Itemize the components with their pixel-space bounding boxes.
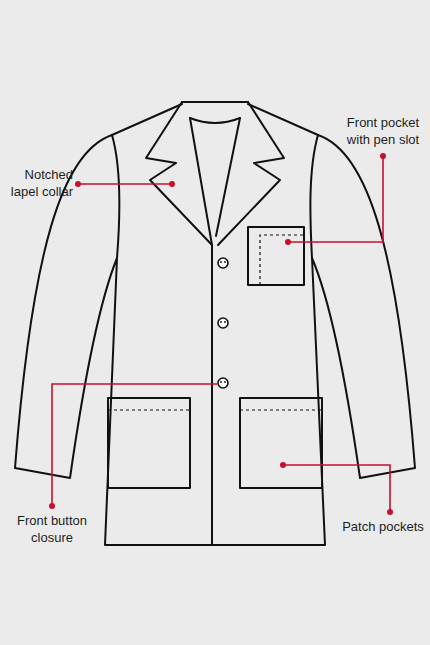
coat-outline: [15, 104, 415, 545]
button-hole: [224, 261, 226, 263]
leader-dot: [280, 462, 286, 468]
leader-dot: [169, 181, 175, 187]
neck-band: [190, 118, 240, 123]
left-lapel: [146, 102, 212, 245]
callout-label: Front pocket with pen slot: [340, 114, 426, 148]
leader-line: [288, 156, 383, 242]
button: [218, 258, 228, 268]
armhole-seam: [112, 135, 119, 258]
chest-pocket: [248, 227, 304, 285]
leader-line: [78, 183, 172, 185]
callout-label: Patch pockets: [340, 518, 426, 535]
leader-dot: [285, 239, 291, 245]
button-hole: [224, 321, 226, 323]
leader-dot: [387, 509, 393, 515]
right-collar-inner: [216, 118, 240, 236]
left-collar-inner: [190, 118, 212, 245]
collar-back: [182, 101, 248, 103]
button-hole: [220, 261, 222, 263]
patch-pocket: [240, 398, 322, 488]
armhole-seam: [310, 135, 318, 258]
button: [218, 378, 228, 388]
pocket-stitch: [108, 409, 190, 410]
button-hole: [220, 321, 222, 323]
callout-label: Notched lapel collar: [3, 166, 73, 200]
front-edge: [211, 245, 213, 545]
leader-dot: [49, 503, 55, 509]
pocket-stitch: [240, 409, 322, 410]
button-hole: [224, 381, 226, 383]
patch-pocket: [108, 398, 190, 488]
leader-line: [283, 465, 390, 512]
button: [218, 318, 228, 328]
leader-line: [52, 384, 217, 506]
leader-dot: [75, 181, 81, 187]
leader-dot: [380, 153, 386, 159]
button-hole: [220, 381, 222, 383]
callout-label: Front button closure: [6, 512, 98, 546]
